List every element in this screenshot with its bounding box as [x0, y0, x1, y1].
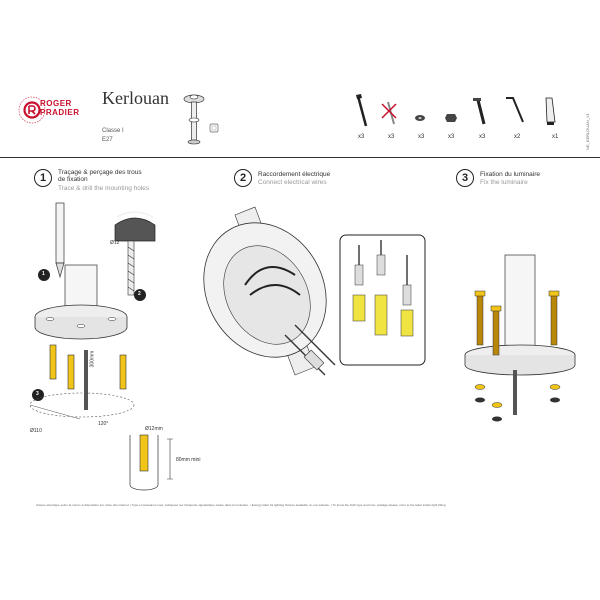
header-divider — [0, 157, 600, 158]
step-2-illustration — [203, 206, 426, 376]
drill-hole-detail — [129, 434, 173, 491]
callout-3: 3 — [36, 391, 39, 397]
dim-spacing: 120° — [98, 421, 109, 427]
doc-reference: NE_KERLOUAN_V1 — [585, 113, 590, 150]
anchor-left-icon — [49, 344, 57, 380]
step-3-illustration — [464, 254, 576, 422]
dim-length: 300mm — [89, 350, 96, 368]
product-title: Kerlouan — [102, 88, 169, 108]
step-1-title-fr-line2: de fixation — [58, 176, 88, 183]
drill-bit-icon — [114, 211, 156, 296]
callout-2: 2 — [138, 291, 141, 297]
step-1-title-fr-line1: Traçage & perçage des trous — [58, 169, 142, 176]
screw-mid-icon — [490, 305, 502, 356]
step-1-illustration — [29, 202, 173, 491]
count-screw: x3 — [358, 134, 365, 140]
anchor-icon — [473, 98, 486, 125]
nut-icon — [445, 114, 457, 122]
dim-circle: Ø110 — [30, 428, 42, 434]
hardware-kit — [356, 94, 556, 127]
dim-hole: Ø12mm — [145, 426, 163, 432]
step-2-number: 2 — [234, 169, 252, 187]
step-2-title-en: Connect electrical wires — [258, 179, 327, 186]
washer-icon — [415, 115, 425, 121]
screw-icon — [356, 94, 368, 127]
wiring-detail-box — [339, 234, 426, 366]
dim-drill: Ø12 — [110, 240, 120, 246]
step-3-number: 3 — [456, 169, 474, 187]
count-prohibited: x3 — [388, 134, 395, 140]
step-1-number: 1 — [34, 169, 52, 187]
marker-pen-icon — [55, 202, 65, 279]
brand-name-line2: PRADIER — [40, 108, 80, 117]
count-grease: x1 — [552, 134, 559, 140]
callout-1: 1 — [42, 271, 45, 277]
lamp-text: E27 — [102, 137, 113, 143]
step-2-title-fr: Raccordement électrique — [258, 171, 331, 178]
prohibited-screw-icon — [381, 101, 397, 125]
step-3-title-fr: Fixation du luminaire — [480, 171, 540, 178]
product-thumbnail — [183, 94, 219, 145]
count-anchor: x3 — [479, 134, 486, 140]
brand-logo — [18, 96, 46, 124]
anchor-mid-icon — [67, 354, 75, 390]
dim-depth: 80mm mini — [176, 457, 201, 463]
washer-nut-group — [474, 384, 561, 422]
count-allen-key: x2 — [514, 134, 521, 140]
grease-tube-icon — [545, 97, 556, 125]
step-1-title-en: Trace & drill the mounting holes — [58, 185, 150, 192]
brand-name-line1: ROGER — [40, 99, 72, 108]
step-1-title-fr: Traçage & perçage des trous de fixation — [58, 169, 142, 183]
allen-key-icon — [506, 97, 524, 123]
brand-name: ROGER PRADIER — [40, 99, 80, 117]
anchor-right-icon — [119, 354, 127, 390]
footer-note: Classe électrique selon la norme à dispo… — [36, 503, 446, 507]
count-nut: x3 — [448, 134, 455, 140]
screw-right-icon — [548, 290, 560, 346]
count-washer: x3 — [418, 134, 425, 140]
class-text: Classe I — [102, 128, 124, 134]
step-3-title-en: Fix the luminaire — [480, 179, 528, 186]
screw-left-icon — [474, 290, 486, 346]
